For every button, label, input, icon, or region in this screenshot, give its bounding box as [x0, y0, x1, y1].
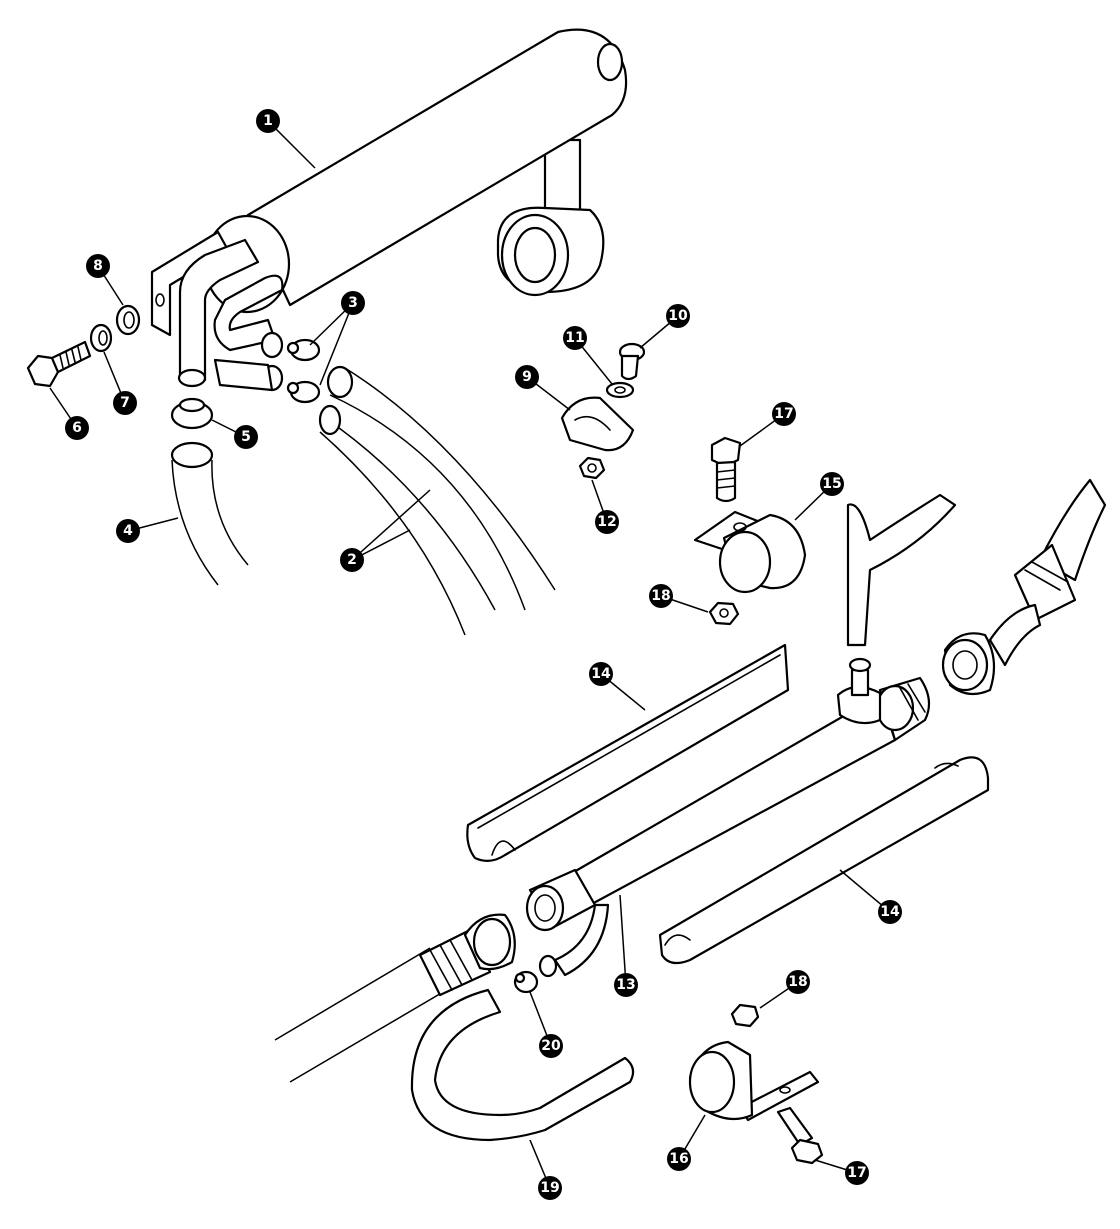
nut-part-18-upper — [708, 601, 740, 626]
hose-part-4 — [170, 441, 249, 586]
bolt-part-17-upper — [710, 436, 742, 503]
hoses-part-2 — [318, 365, 556, 636]
svg-text:3: 3 — [348, 295, 358, 311]
callout-1: 1 — [256, 109, 280, 133]
callout-18-lower: 18 — [786, 970, 810, 994]
callout-11: 11 — [563, 326, 587, 350]
bolt-part-17-lower — [776, 1106, 824, 1165]
svg-text:4: 4 — [123, 523, 133, 539]
bolt-part-10 — [618, 342, 646, 381]
hose-clamp-part-20 — [513, 970, 539, 994]
cover-part-14-upper — [466, 643, 790, 862]
svg-text:11: 11 — [565, 330, 584, 346]
callout-12: 12 — [595, 510, 619, 534]
svg-text:14: 14 — [880, 904, 900, 920]
callout-18-upper: 18 — [649, 584, 673, 608]
callout-6: 6 — [65, 416, 89, 440]
svg-text:14: 14 — [591, 666, 611, 682]
callout-20: 20 — [539, 1034, 563, 1058]
hose-with-nut — [274, 913, 516, 1083]
svg-text:2: 2 — [347, 552, 357, 568]
callout-8: 8 — [86, 254, 110, 278]
lock-washer-part-7 — [89, 323, 113, 353]
callout-10: 10 — [666, 304, 690, 328]
washer-part-11 — [605, 381, 635, 399]
callout-14-lower: 14 — [878, 900, 902, 924]
callout-19: 19 — [538, 1176, 562, 1200]
nut-part-18-lower — [730, 1003, 760, 1028]
callout-15: 15 — [820, 472, 844, 496]
svg-text:5: 5 — [241, 429, 251, 445]
cylinder-part-1 — [150, 28, 628, 392]
hose-clamp-part-5 — [170, 397, 214, 430]
pipe-fitting — [941, 478, 1107, 696]
callout-2: 2 — [340, 548, 364, 572]
callout-17-upper: 17 — [772, 402, 796, 426]
svg-text:18: 18 — [788, 974, 807, 990]
u-hose-part-19 — [410, 988, 635, 1142]
svg-text:17: 17 — [774, 406, 793, 422]
bolt-part-6 — [26, 340, 92, 388]
hose-clamps-part-3 — [286, 338, 321, 404]
svg-text:1: 1 — [263, 113, 273, 129]
svg-text:16: 16 — [669, 1151, 688, 1167]
nut-part-12 — [578, 456, 606, 480]
svg-text:6: 6 — [72, 420, 82, 436]
washer-part-8 — [115, 304, 141, 336]
callout-7: 7 — [113, 391, 137, 415]
svg-text:20: 20 — [541, 1038, 561, 1054]
callout-9: 9 — [515, 365, 539, 389]
svg-text:9: 9 — [522, 369, 532, 385]
callout-17-lower: 17 — [845, 1161, 869, 1185]
svg-text:7: 7 — [120, 395, 130, 411]
svg-text:15: 15 — [822, 476, 841, 492]
callout-3: 3 — [341, 291, 365, 315]
callout-4: 4 — [116, 519, 140, 543]
clamp-part-16 — [688, 1040, 820, 1122]
clip-part-9 — [560, 396, 635, 452]
svg-text:8: 8 — [93, 258, 103, 274]
svg-text:12: 12 — [597, 514, 616, 530]
callout-5: 5 — [234, 425, 258, 449]
clamp-part-15 — [693, 510, 807, 594]
svg-text:10: 10 — [668, 308, 688, 324]
svg-text:13: 13 — [616, 977, 635, 993]
callout-14-upper: 14 — [589, 662, 613, 686]
svg-text:17: 17 — [847, 1165, 866, 1181]
callout-16: 16 — [667, 1147, 691, 1171]
valve-tube-part-13 — [525, 493, 957, 978]
callout-13: 13 — [614, 973, 638, 997]
svg-text:19: 19 — [540, 1180, 559, 1196]
cover-part-14-lower — [658, 756, 990, 965]
svg-text:18: 18 — [651, 588, 670, 604]
